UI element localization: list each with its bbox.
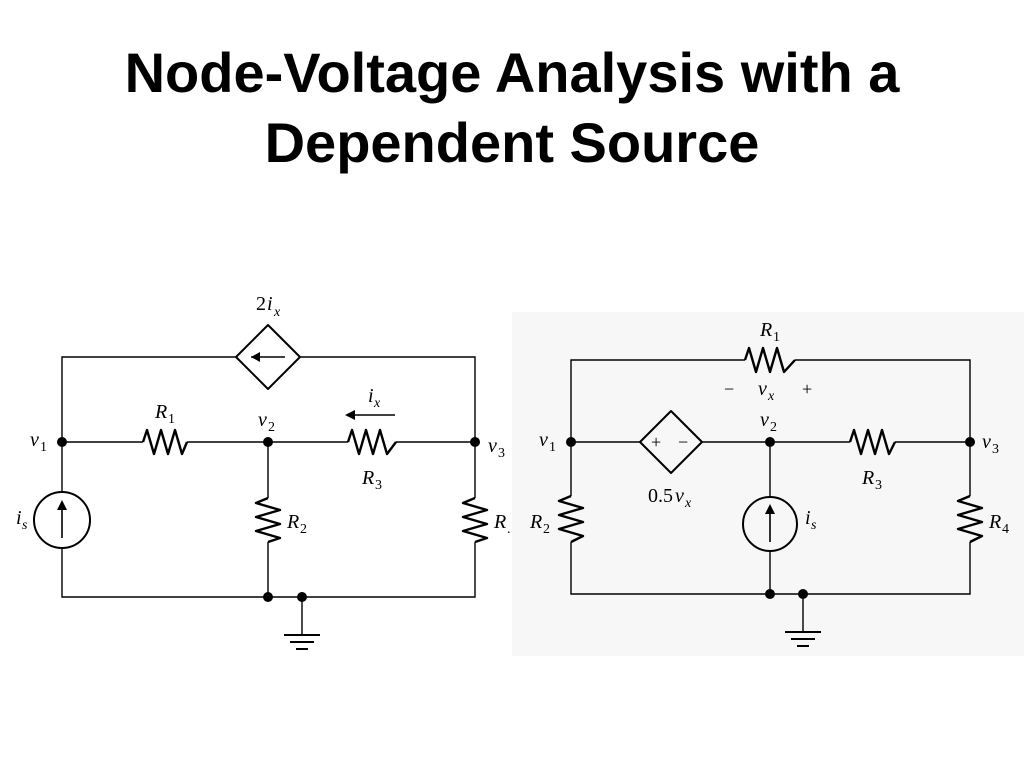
dep-voltage-plus: + (651, 432, 661, 452)
r3-label: R (361, 467, 374, 489)
right-node-v3-sub: 3 (992, 442, 999, 457)
right-circuit-diagram: R 1 − v x + + − 0.5 v x R 3 R 2 R 4 i s (529, 319, 1009, 647)
right-r3-label: R (861, 467, 874, 489)
left-node-dots (57, 437, 480, 602)
dep-source-var: i (267, 293, 273, 315)
node-v1-sub: 1 (40, 440, 47, 455)
vx-minus-sign: − (724, 379, 734, 399)
right-r1-label: R (759, 319, 772, 341)
title-line-2: Dependent Source (264, 111, 760, 174)
r2-label: R (286, 511, 299, 533)
left-independent-current-source: i s (16, 491, 91, 549)
right-node-dots (566, 437, 975, 599)
left-resistor-r3: R 3 (346, 428, 397, 493)
r3-sub: 3 (375, 478, 382, 493)
left-node-labels: v 1 v 2 v 3 (30, 409, 505, 461)
ix-label: i (368, 385, 374, 407)
vx-label: v (758, 378, 767, 400)
right-resistor-r3: R 3 (848, 428, 897, 493)
right-r1-sub: 1 (773, 330, 780, 345)
r4-sub: . (507, 522, 511, 537)
r4-label: R (493, 511, 506, 533)
node-v1-label: v (30, 429, 39, 451)
right-node-v2-sub: 2 (770, 420, 777, 435)
right-is-label: i (805, 507, 811, 529)
vx-voltage-label: − v x + (724, 378, 812, 404)
right-ground-icon (785, 631, 821, 647)
right-r2-label: R (529, 511, 542, 533)
right-is-sub: s (811, 518, 817, 533)
right-independent-current-source: i s (742, 496, 817, 552)
right-r4-label: R (988, 511, 1001, 533)
right-node-labels: v 1 v 2 v 3 (539, 409, 999, 457)
dep-voltage-sub: x (684, 496, 692, 511)
node-v2-label: v (258, 409, 267, 431)
dep-voltage-var: v (675, 485, 684, 507)
r1-label: R (154, 401, 167, 423)
node-v3-label: v (488, 435, 497, 457)
dep-source-sub: x (273, 305, 281, 320)
vx-plus-sign: + (802, 379, 812, 399)
left-resistor-r1: R 1 (141, 401, 189, 456)
right-node-v1-sub: 1 (549, 440, 556, 455)
right-r3-sub: 3 (875, 478, 882, 493)
right-r4-sub: 4 (1002, 522, 1009, 537)
right-resistor-r2: R 2 (529, 494, 585, 544)
ix-current-arrow: i x (345, 385, 395, 420)
right-dependent-voltage-source: + − 0.5 v x (639, 410, 703, 511)
right-node-v3-label: v (982, 431, 991, 453)
left-ground-icon (284, 634, 320, 650)
title-line-1: Node-Voltage Analysis with a (124, 41, 900, 104)
right-resistor-r4: R 4 (956, 494, 1009, 544)
left-resistor-r2: R 2 (254, 496, 307, 544)
is-label: i (16, 507, 22, 529)
vx-sub: x (767, 389, 775, 404)
slide-title: Node-Voltage Analysis with a Dependent S… (0, 38, 1024, 178)
node-v3-sub: 3 (498, 446, 505, 461)
is-sub: s (22, 518, 28, 533)
right-resistor-r1: R 1 (743, 319, 796, 374)
right-node-v2-label: v (760, 409, 769, 431)
dep-voltage-coef: 0.5 (648, 485, 673, 507)
ix-sub: x (373, 396, 381, 411)
right-r2-sub: 2 (543, 522, 550, 537)
left-resistor-r4: R . (461, 496, 511, 544)
r1-sub: 1 (168, 412, 175, 427)
left-dependent-current-source: 2 i x (235, 293, 301, 390)
left-circuit-diagram: 2 i x R 1 R 3 i x R 2 R . i s (16, 293, 511, 650)
right-node-v1-label: v (539, 429, 548, 451)
node-v2-sub: 2 (268, 420, 275, 435)
dep-voltage-minus: − (678, 432, 688, 452)
r2-sub: 2 (300, 522, 307, 537)
dep-source-coef: 2 (256, 293, 266, 315)
